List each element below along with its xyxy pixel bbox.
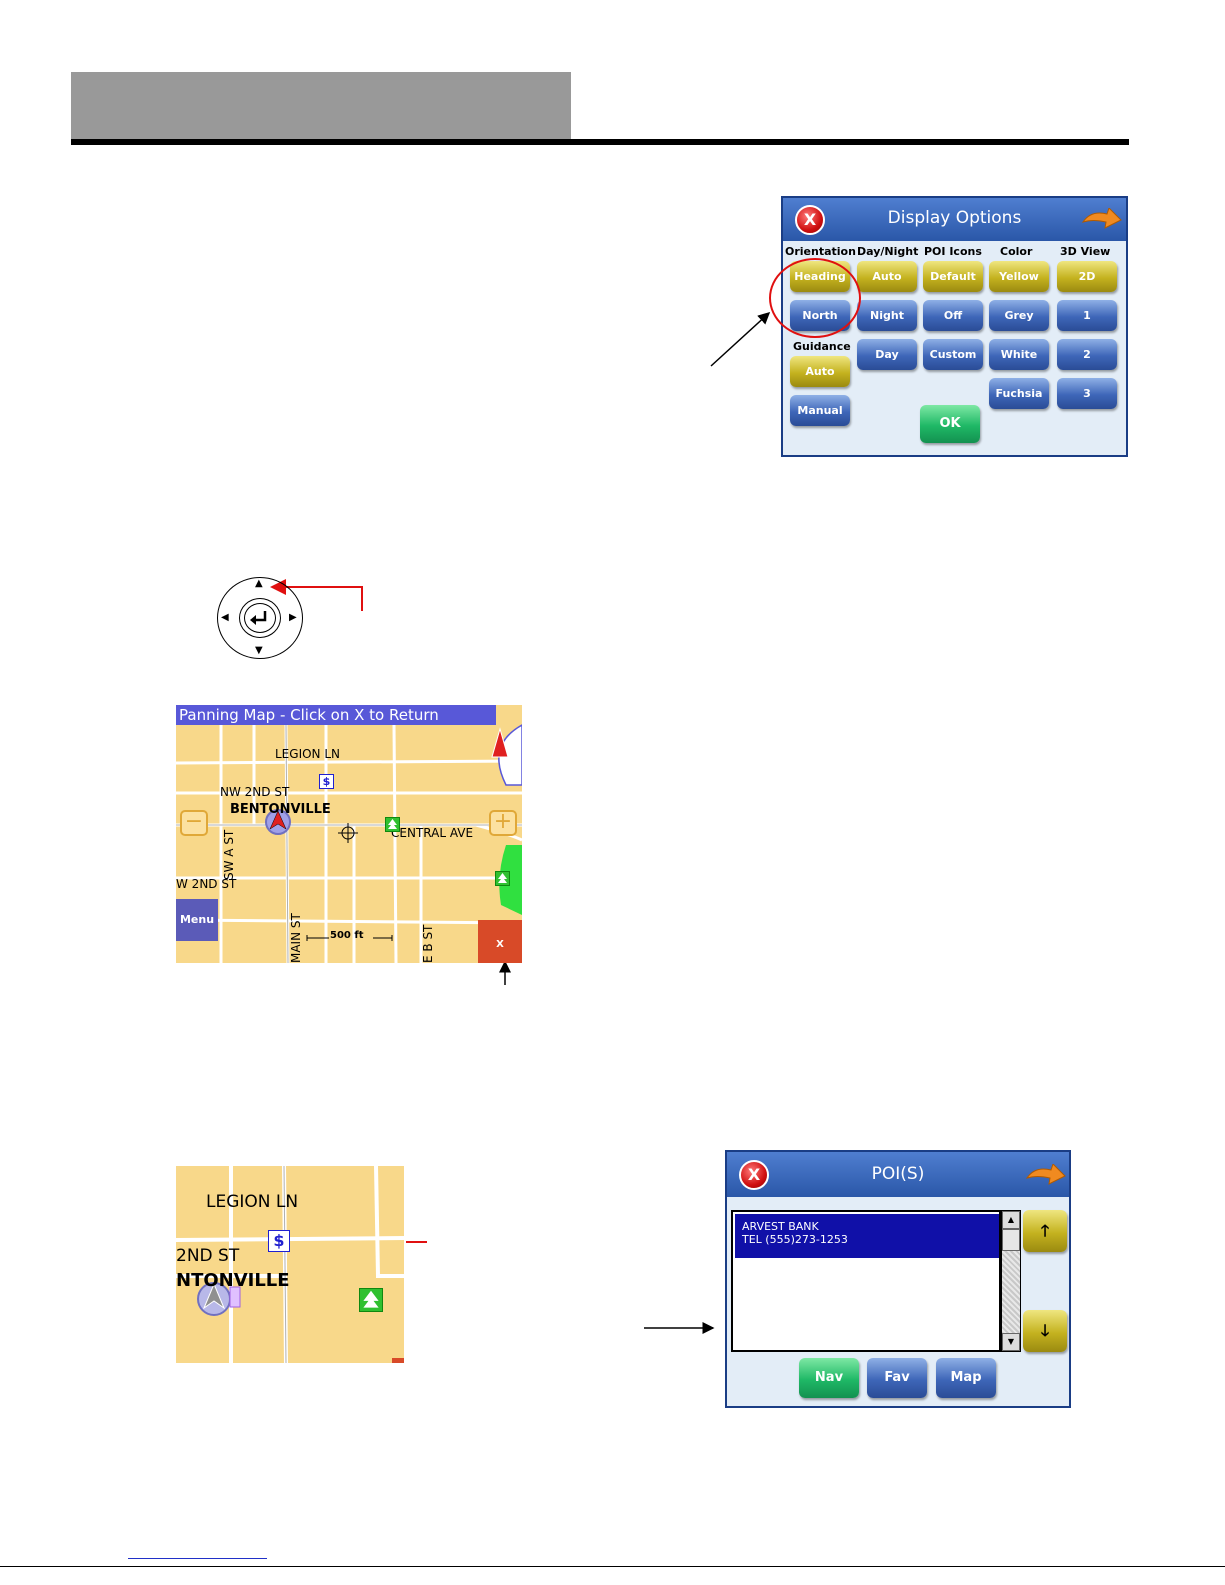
dpad-down-icon[interactable]: ▼ [255, 645, 263, 656]
map-roads [176, 1166, 406, 1363]
close-button[interactable]: X [795, 205, 825, 235]
map-banner: Panning Map - Click on X to Return [176, 705, 496, 725]
nav-button[interactable]: Nav [799, 1358, 859, 1398]
scroll-thumb[interactable] [1002, 1229, 1020, 1251]
dialog-title: Display Options [887, 208, 1022, 228]
3d-view-2-button[interactable]: 2 [1057, 339, 1117, 370]
map-label-e-b-st: E B ST [421, 924, 435, 963]
poi-list[interactable]: ARVEST BANK TEL (555)273-1253 [731, 1210, 1001, 1352]
color-fuchsia-button[interactable]: Fuchsia [989, 378, 1049, 409]
map-label-w-2nd-st: W 2ND ST [176, 877, 237, 891]
day-night-night-button[interactable]: Night [857, 300, 917, 331]
poi-icons-custom-button[interactable]: Custom [923, 339, 983, 370]
color-yellow-button[interactable]: Yellow [989, 261, 1049, 292]
back-arrow-icon[interactable] [1025, 1164, 1067, 1190]
zoom-out-button[interactable]: − [180, 810, 208, 836]
column-header-color: Color [1000, 245, 1033, 258]
dpad-control[interactable] [217, 577, 303, 659]
scroll-up-icon[interactable]: ▲ [1002, 1211, 1020, 1229]
column-header-orientation: Orientation [785, 245, 856, 258]
arrow-to-orientation [710, 311, 771, 367]
dialog-titlebar: X Display Options [783, 198, 1126, 241]
3d-view-1-button[interactable]: 1 [1057, 300, 1117, 331]
footer-link-underline[interactable] [128, 1558, 267, 1559]
map-label-central-ave: CENTRAL AVE [391, 826, 474, 840]
scroll-down-icon[interactable]: ▼ [1002, 1333, 1020, 1351]
fav-button[interactable]: Fav [867, 1358, 927, 1398]
list-item[interactable]: ARVEST BANK TEL (555)273-1253 [735, 1214, 999, 1258]
dpad-right-icon[interactable]: ▶ [289, 612, 297, 623]
map-close-button[interactable]: X [478, 920, 522, 963]
panning-map[interactable]: Panning Map - Click on X to Return LEGIO… [176, 705, 522, 963]
color-white-button[interactable]: White [989, 339, 1049, 370]
page-up-button[interactable]: 🡑 [1023, 1210, 1067, 1252]
close-button[interactable]: X [739, 1160, 769, 1190]
header-band [71, 72, 571, 140]
map-label-main-st: MAIN ST [289, 913, 303, 963]
guidance-label: Guidance [793, 340, 851, 353]
map-label-nw-2nd-st: NW 2ND ST [220, 785, 290, 799]
3d-view-3-button[interactable]: 3 [1057, 378, 1117, 409]
column-header-day-night: Day/Night [857, 245, 919, 258]
map-label-ntonville: NTONVILLE [176, 1270, 290, 1291]
tree-icon [498, 873, 507, 883]
menu-button[interactable]: Menu [176, 899, 218, 941]
day-night-auto-button[interactable]: Auto [857, 261, 917, 292]
dpad-up-icon[interactable]: ▲ [255, 578, 263, 589]
display-options-dialog: X Display Options Orientation Day/Night … [781, 196, 1128, 457]
highlight-circle [769, 258, 861, 338]
park-poi-icon[interactable] [359, 1288, 383, 1312]
poi-entry-tel: TEL (555)273-1253 [742, 1233, 848, 1246]
arrow-to-dpad-up [270, 579, 363, 611]
map-button[interactable]: Map [936, 1358, 996, 1398]
map-scale-label: 500 ft [330, 930, 364, 941]
dpad-enter-button[interactable] [244, 603, 276, 633]
guidance-manual-button[interactable]: Manual [790, 395, 850, 426]
poi-icons-default-button[interactable]: Default [923, 261, 983, 292]
park-poi-icon[interactable] [385, 817, 400, 832]
dpad-left-icon[interactable]: ◀ [221, 612, 229, 623]
map-label-legion-ln: LEGION LN [206, 1192, 299, 1212]
scrollbar[interactable]: ▲ ▼ [1001, 1210, 1021, 1352]
poi-entry-name: ARVEST BANK [742, 1220, 819, 1233]
park-poi-icon-2[interactable] [495, 871, 510, 886]
poi-dialog: X POI(S) ARVEST BANK TEL (555)273-1253 ▲… [725, 1150, 1071, 1408]
column-header-3d-view: 3D View [1060, 245, 1111, 258]
ok-button[interactable]: OK [920, 405, 980, 443]
zoom-in-button[interactable]: + [489, 810, 517, 836]
map-label-legion-ln: LEGION LN [275, 747, 341, 761]
poi-icons-off-button[interactable]: Off [923, 300, 983, 331]
bank-poi-icon[interactable]: $ [268, 1230, 290, 1252]
bank-poi-icon[interactable]: $ [319, 774, 334, 789]
color-grey-button[interactable]: Grey [989, 300, 1049, 331]
header-rule [71, 139, 1129, 145]
day-night-day-button[interactable]: Day [857, 339, 917, 370]
dpad-enter-ring [239, 598, 281, 638]
back-arrow-icon[interactable] [1081, 208, 1123, 234]
tree-icon [363, 1290, 379, 1308]
map-label-2nd-st: 2ND ST [176, 1246, 240, 1266]
dialog-title: POI(S) [871, 1164, 925, 1184]
footer-rule [0, 1566, 1225, 1567]
zoomed-map[interactable]: LEGION LN 2ND ST NTONVILLE $ [176, 1166, 406, 1363]
column-header-poi-icons: POI Icons [924, 245, 982, 258]
dialog-titlebar: X POI(S) [727, 1152, 1069, 1197]
map-label-bentonville: BENTONVILLE [230, 802, 331, 817]
guidance-auto-button[interactable]: Auto [790, 356, 850, 387]
page-down-button[interactable]: 🡓 [1023, 1310, 1067, 1352]
3d-view-2d-button[interactable]: 2D [1057, 261, 1117, 292]
tree-icon [388, 819, 397, 829]
map-label-sw-a-st: SW A ST [222, 829, 236, 880]
enter-arrow-icon [250, 611, 267, 625]
